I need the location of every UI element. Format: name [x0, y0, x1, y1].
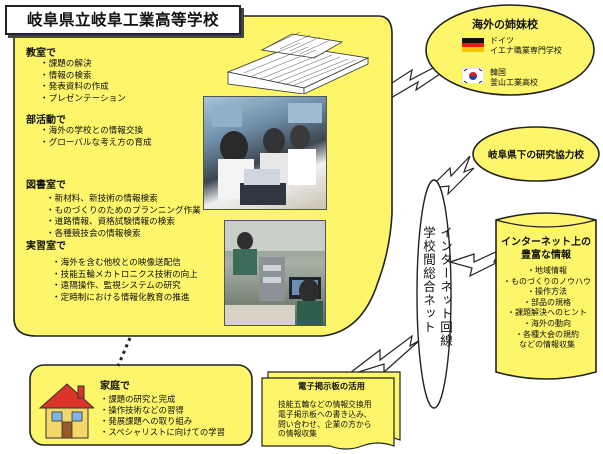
list-item: グローバルな考え方の育成: [40, 138, 152, 150]
korea-country: 韓国: [490, 68, 506, 77]
list-item: 定時制における情報化教育の推進: [52, 293, 198, 305]
research-ellipse: [472, 126, 600, 182]
classroom-photo-art: [212, 103, 322, 205]
bbs-documents: [261, 371, 401, 450]
classroom-heading: 教室で: [26, 48, 56, 59]
link-bolt-bbs: [345, 334, 421, 377]
library-heading: 図書室で: [26, 180, 66, 191]
internet-info-list: 地域情報 ものづくりのノウハウ 操作方法 部品の規格 課題解決へのヒント 海外の…: [500, 266, 594, 351]
network-ellipse: [416, 179, 452, 409]
classroom-list: 課題の解決 情報の検索 発表資料の作成 プレゼンテーション: [40, 59, 126, 105]
bbs-line: の情報収集: [278, 429, 317, 439]
list-item: 海外の動向: [500, 319, 594, 330]
classroom-photo: [203, 96, 327, 210]
list-item: 各種大会の規約 などの情報収集: [500, 330, 594, 351]
bbs-line: 技能五輪などの情報交換用: [278, 400, 372, 409]
list-item: 発展課題への取り組み: [100, 416, 225, 427]
list-item: プレゼンテーション: [40, 94, 126, 106]
school-home-dots: [116, 337, 132, 367]
list-item: 課題の研究と完成: [100, 394, 225, 405]
research-label: 岐阜県下の研究協力校: [488, 150, 584, 161]
korea-flag-icon: [462, 68, 484, 84]
germany-flag-icon: [462, 38, 484, 52]
house-icon: [38, 383, 94, 439]
list-item: 発表資料の作成: [40, 82, 126, 94]
internet-info-heading: インターネット上の 豊富な情報: [501, 237, 591, 261]
list-item: 各種競技会の情報検索: [46, 229, 201, 241]
link-bolt-internet: [447, 248, 503, 278]
germany-school: イエナ職業専門学校: [490, 46, 562, 55]
bbs-text: 技能五輪などの情報交換用 電子掲示板への書き込み、 問い合わせ、企業の方から の…: [278, 400, 372, 439]
club-list: 海外の学校との情報交換 グローバルな考え方の育成: [40, 126, 152, 149]
list-item: 操作技術などの習得: [100, 405, 225, 416]
home-heading: 家庭で: [100, 381, 130, 392]
bbs-heading: 電子掲示板の活用: [298, 381, 365, 391]
home-list: 課題の研究と完成 操作技術などの習得 発展課題への取り組み スペシャリストに向け…: [100, 394, 225, 438]
school-building-sketch: [226, 31, 370, 94]
network-label: インターネット回線 学校間総合ネット: [421, 226, 453, 348]
list-item: 情報の検索: [40, 71, 126, 83]
list-item: 道路情報、資格試験情報の検索: [46, 217, 201, 229]
bbs-line: 電子掲示板への書き込み、: [278, 409, 372, 419]
list-item: 海外を含む他校との映像送配信: [52, 258, 198, 270]
lab-photo: [224, 220, 326, 326]
bbs-line: 問い合わせ、企業の方から: [278, 419, 372, 429]
list-item: ものづくりのノウハウ: [500, 277, 594, 288]
list-item: 遠隔操作、監視システムの研究: [52, 281, 198, 293]
lab-list: 海外を含む他校との映像送配信 技能五輪メカトロニクス技術の向上 遠隔操作、監視シ…: [52, 258, 198, 304]
list-item: 新材料、新技術の情報検索: [46, 194, 201, 206]
list-item: 技能五輪メカトロニクス技術の向上: [52, 270, 198, 282]
list-item: 地域情報: [500, 266, 594, 277]
lab-heading: 実習室で: [26, 241, 66, 252]
list-item: 部品の規格: [500, 298, 594, 309]
list-item: 海外の学校との情報交換: [40, 126, 152, 138]
link-bolt-research: [428, 155, 475, 196]
sister-schools-heading: 海外の姉妹校: [472, 18, 538, 31]
library-list: 新材料、新技術の情報検索 ものづくりのためのプランニング作業 道路情報、資格試験…: [46, 194, 201, 240]
list-item: 操作方法: [500, 287, 594, 298]
list-item: 課題解決へのヒント: [500, 308, 594, 319]
page-title: 岐阜県立岐阜工業高等学校: [5, 5, 241, 35]
list-item: スペシャリストに向けての学習: [100, 427, 225, 438]
germany-country: ドイツ: [490, 36, 514, 45]
lab-photo-art: [225, 221, 325, 325]
list-item: ものづくりのためのプランニング作業: [46, 206, 201, 218]
korea-school: 釜山工業高校: [490, 78, 538, 87]
list-item: 課題の解決: [40, 59, 126, 71]
club-heading: 部活動で: [26, 115, 66, 126]
